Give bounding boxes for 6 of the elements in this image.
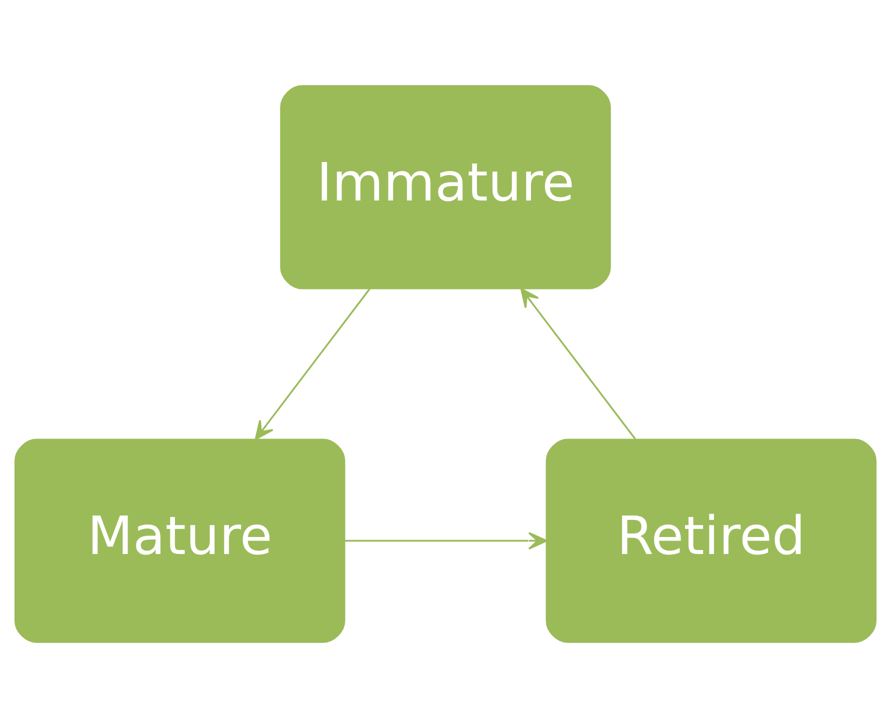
node-box: Immature — [280, 84, 611, 289]
arrow — [254, 288, 370, 440]
arrow — [520, 287, 636, 440]
node-box: Mature — [14, 438, 346, 642]
node-box: Retired — [546, 438, 877, 642]
arrow — [344, 532, 548, 550]
